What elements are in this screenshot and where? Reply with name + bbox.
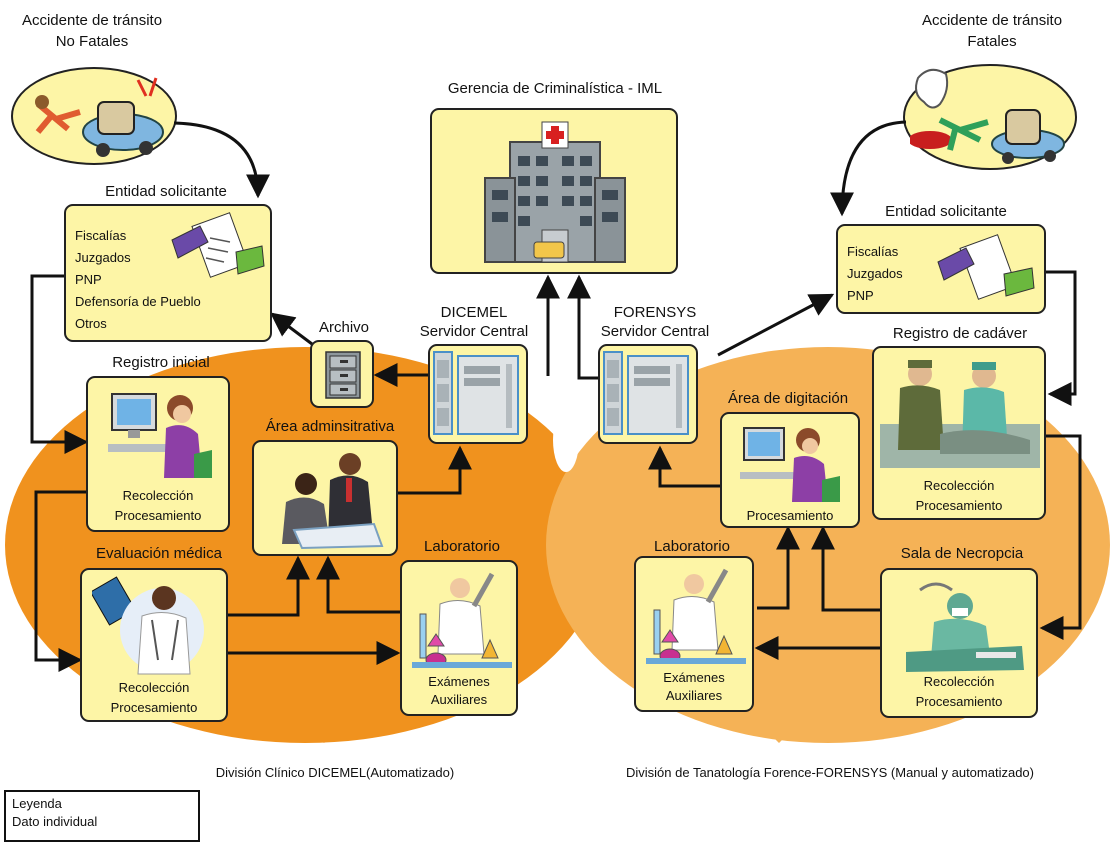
documents-handshake-icon — [171, 212, 265, 278]
registro-cadaver-box: Recolección Procesamiento — [872, 346, 1046, 520]
label-area-digitacion: Área de digitación — [727, 390, 849, 407]
server-tower-icon — [603, 351, 689, 435]
file-cabinet-icon — [325, 351, 361, 399]
label-sala-necropcia: Sala de Necropcia — [900, 545, 1024, 562]
legend-item-label: Dato individual — [12, 814, 98, 829]
entidad-left-item: Fiscalías — [75, 228, 127, 243]
car-accident-icon — [35, 77, 164, 157]
label-forensys-2: Servidor Central — [600, 323, 710, 340]
label-evaluacion-medica: Evaluación médica — [96, 545, 222, 562]
sala-necropcia-caption: Recolección — [923, 674, 995, 689]
area-digitacion-box: Procesamiento — [720, 412, 860, 528]
sala-necropcia-box: Recolección Procesamiento — [880, 568, 1038, 718]
arrow-cadaver-to-necropcia — [1039, 434, 1082, 640]
registro-inicial-caption: Recolección — [122, 488, 194, 503]
label-accident-no-fatal-2: No Fatales — [55, 33, 129, 50]
label-entidad-left: Entidad solicitante — [105, 183, 227, 200]
laboratory-scientist-icon — [646, 568, 746, 664]
entidad-left-item: Juzgados — [75, 250, 131, 265]
hospital-building-icon — [484, 121, 626, 263]
area-administrativa-box — [252, 440, 398, 556]
entidad-right-item: Juzgados — [847, 266, 903, 281]
label-laboratorio-right: Laboratorio — [654, 538, 730, 555]
division-gap — [553, 408, 579, 472]
sala-necropcia-caption: Procesamiento — [915, 694, 1003, 709]
arrow-entidad-right-to-cadaver — [1046, 270, 1077, 406]
lab-right-caption: Exámenes — [663, 670, 725, 685]
registro-inicial-caption: Procesamiento — [114, 508, 202, 523]
label-registro-cadaver: Registro de cadáver — [892, 325, 1028, 342]
laboratorio-right-box: Exámenes Auxiliares — [634, 556, 754, 712]
arrow-digitacion-to-forensys — [648, 445, 720, 488]
laboratorio-left-box: Exámenes Auxiliares — [400, 560, 518, 716]
label-area-admin: Área adminsitrativa — [265, 418, 395, 435]
lab-right-caption: Auxiliares — [665, 688, 723, 703]
medical-soldiers-icon — [880, 360, 1040, 468]
woman-computer-icon — [108, 393, 212, 478]
arrow-lab-to-admin — [316, 555, 400, 614]
label-dicemel-1: DICEMEL — [440, 304, 508, 321]
arrow-fatal-to-entidad — [830, 120, 907, 217]
documents-handshake-icon — [937, 234, 1035, 300]
division-right-down-arrow — [750, 688, 808, 743]
label-accident-fatal-1: Accidente de tránsito — [921, 12, 1063, 29]
arrow-registro-to-evaluacion — [34, 490, 86, 672]
dicemel-server-box — [428, 344, 528, 444]
arrow-lab-to-digitacion — [757, 525, 800, 610]
fatal-accident-ghost-icon — [910, 68, 1065, 164]
legend-title: Leyenda — [12, 796, 62, 811]
evaluacion-medica-caption: Procesamiento — [110, 700, 198, 715]
division-left-down-arrow — [295, 688, 353, 743]
entidad-solicitante-left: Fiscalías Juzgados PNP Defensoría de Pue… — [64, 204, 272, 342]
area-digitacion-caption: Procesamiento — [746, 508, 834, 523]
entidad-left-item: Otros — [75, 316, 107, 331]
label-laboratorio-left: Laboratorio — [424, 538, 500, 555]
label-division-left: División Clínico DICEMEL(Automatizado) — [215, 765, 455, 780]
entidad-right-item: PNP — [847, 288, 874, 303]
arrow-forensys-to-entidad-right — [717, 293, 835, 357]
label-entidad-right: Entidad solicitante — [885, 203, 1007, 220]
label-registro-inicial: Registro inicial — [112, 354, 210, 371]
business-meeting-icon — [282, 453, 384, 550]
server-tower-icon — [433, 351, 519, 435]
lab-left-caption: Exámenes — [428, 674, 490, 689]
arrow-accident-to-entidad — [173, 121, 270, 199]
label-forensys-1: FORENSYS — [613, 304, 697, 321]
laboratory-scientist-icon — [412, 572, 512, 668]
woman-computer-icon — [740, 427, 840, 502]
registro-cadaver-caption: Recolección — [923, 478, 995, 493]
arrow-forensys-to-gerencia — [567, 274, 598, 380]
forensys-server-box — [598, 344, 698, 444]
registro-inicial-box: Recolección Procesamiento — [86, 376, 230, 532]
lab-left-caption: Auxiliares — [430, 692, 488, 707]
label-accident-fatal-2: Fatales — [967, 33, 1017, 50]
arrow-admin-to-dicemel — [398, 445, 472, 495]
doctor-xray-icon — [92, 576, 204, 675]
label-accident-no-fatal-1: Accidente de tránsito — [21, 12, 163, 29]
arrow-necropcia-to-digitacion — [811, 525, 880, 612]
label-division-right: División de Tanatología Forence-FORENSYS… — [625, 765, 1034, 780]
entidad-solicitante-right: Fiscalías Juzgados PNP — [836, 224, 1046, 314]
label-gerencia: Gerencia de Criminalística - IML — [447, 80, 663, 97]
arrow-archivo-to-entidad — [270, 312, 313, 346]
label-archivo: Archivo — [318, 319, 370, 336]
label-dicemel-2: Servidor Central — [419, 323, 529, 340]
entidad-left-item: PNP — [75, 272, 102, 287]
archivo-box — [310, 340, 374, 408]
arrow-evaluacion-to-admin — [228, 555, 310, 617]
legend: Leyenda Dato individual — [4, 790, 200, 842]
evaluacion-medica-box: Recolección Procesamiento — [80, 568, 228, 722]
surgeon-icon — [906, 582, 1024, 672]
entidad-right-item: Fiscalías — [847, 244, 899, 259]
registro-cadaver-caption: Procesamiento — [915, 498, 1003, 513]
arrow-entidad-to-registro — [30, 274, 89, 454]
evaluacion-medica-caption: Recolección — [118, 680, 190, 695]
entidad-left-item: Defensoría de Pueblo — [75, 294, 201, 309]
